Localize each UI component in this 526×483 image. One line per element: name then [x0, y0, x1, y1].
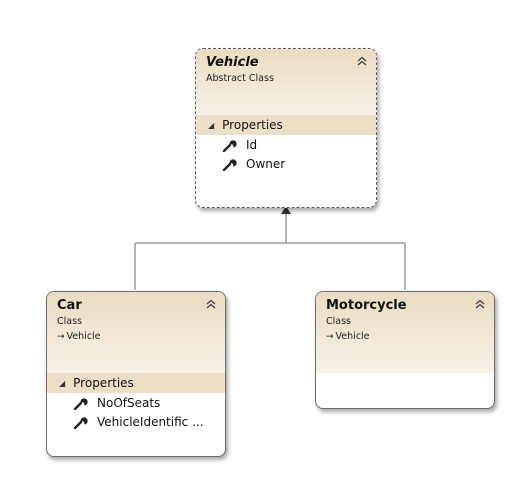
- wrench-icon: [73, 396, 89, 411]
- property-item[interactable]: NoOfSeats: [47, 393, 225, 412]
- class-car[interactable]: Car Class →Vehicle ◢ Properties NoOfSeat…: [46, 291, 226, 457]
- inherits-arrow-icon: →: [326, 332, 334, 342]
- base-class-name: Vehicle: [335, 331, 370, 342]
- wrench-icon: [222, 138, 238, 153]
- property-name: VehicleIdentific ...: [97, 415, 204, 429]
- property-item[interactable]: VehicleIdentific ...: [47, 412, 225, 431]
- property-name: Owner: [246, 157, 286, 171]
- class-name: Vehicle: [206, 55, 259, 70]
- compartment-label: Properties: [222, 118, 283, 132]
- properties-compartment[interactable]: ◢ Properties: [47, 373, 225, 393]
- triangle-down-icon[interactable]: ◢: [59, 378, 66, 388]
- triangle-down-icon[interactable]: ◢: [208, 120, 215, 130]
- base-class-label: →Vehicle: [57, 331, 217, 343]
- class-header: Motorcycle Class →Vehicle: [316, 292, 494, 373]
- compartment-label: Properties: [73, 376, 134, 390]
- inheritance-arrow-icon: [281, 206, 291, 214]
- property-name: Id: [246, 138, 258, 152]
- properties-compartment[interactable]: ◢ Properties: [196, 115, 376, 135]
- property-item[interactable]: Id: [196, 135, 376, 154]
- class-motorcycle[interactable]: Motorcycle Class →Vehicle: [315, 291, 495, 409]
- property-item[interactable]: Owner: [196, 154, 376, 173]
- class-kind: Abstract Class: [206, 73, 274, 84]
- double-chevron-up-icon[interactable]: [356, 55, 368, 67]
- class-name: Motorcycle: [326, 298, 407, 313]
- property-name: NoOfSeats: [97, 396, 161, 410]
- class-kind: Class: [57, 316, 82, 327]
- class-name: Car: [57, 298, 82, 313]
- double-chevron-up-icon[interactable]: [205, 298, 217, 310]
- base-class-name: Vehicle: [66, 331, 101, 342]
- class-header: Vehicle Abstract Class: [196, 49, 376, 115]
- class-header: Car Class →Vehicle: [47, 292, 225, 373]
- class-vehicle[interactable]: Vehicle Abstract Class ◢ Properties Id O…: [195, 48, 377, 208]
- class-kind: Class: [326, 316, 351, 327]
- inherits-arrow-icon: →: [57, 332, 65, 342]
- double-chevron-up-icon[interactable]: [474, 298, 486, 310]
- base-class-label: →Vehicle: [326, 331, 486, 343]
- wrench-icon: [222, 157, 238, 172]
- wrench-icon: [73, 415, 89, 430]
